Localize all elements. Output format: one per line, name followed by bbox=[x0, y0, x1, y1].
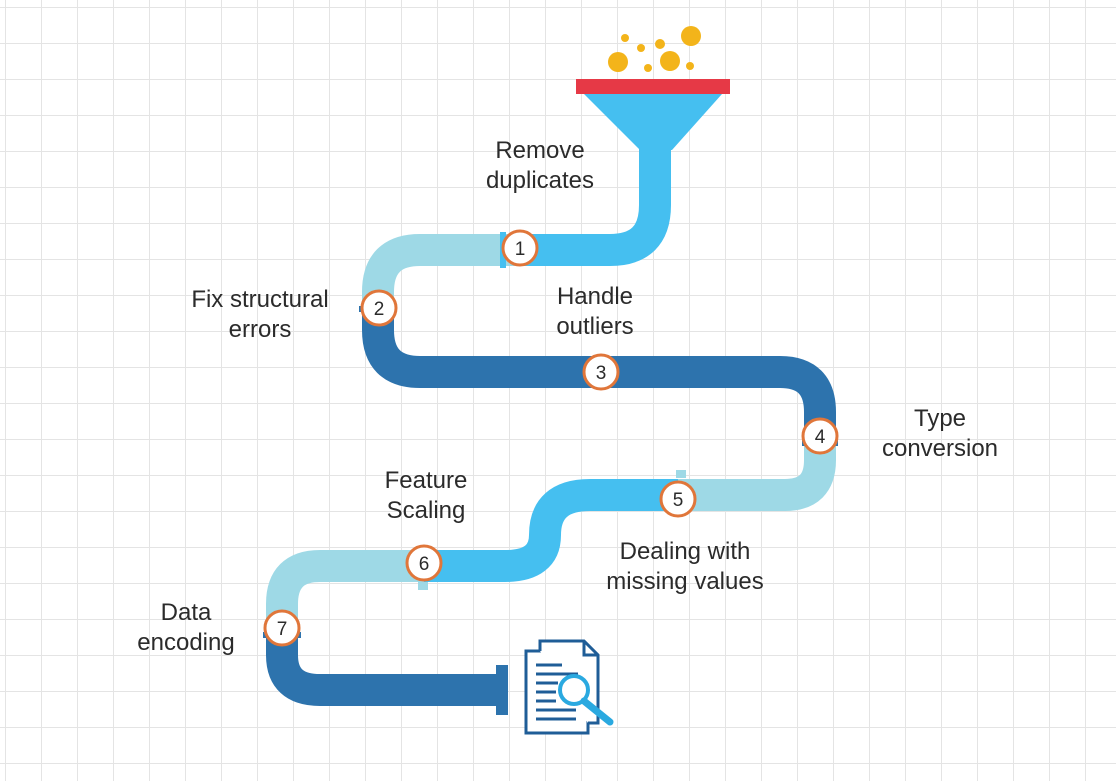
step-number: 6 bbox=[419, 554, 430, 575]
step-number: 7 bbox=[277, 619, 288, 640]
step-number: 5 bbox=[673, 490, 684, 511]
label-line-2: encoding bbox=[137, 629, 235, 656]
label-line-2: outliers bbox=[556, 313, 634, 340]
pipe-segment-7-end bbox=[266, 628, 500, 706]
step-label-feature-scaling: Feature Scaling bbox=[366, 466, 486, 526]
step-number: 2 bbox=[374, 299, 385, 320]
label-line-2: errors bbox=[228, 316, 292, 343]
step-number: 3 bbox=[596, 363, 607, 384]
label-line-1: Handle bbox=[556, 283, 634, 310]
step-number: 4 bbox=[815, 427, 826, 448]
label-line-2: duplicates bbox=[485, 167, 595, 194]
label-line-1: Fix structural bbox=[191, 286, 329, 313]
step-marker-2: 2 bbox=[360, 289, 398, 327]
pipe-segment-funnel bbox=[520, 140, 671, 266]
label-line-1: Data bbox=[160, 599, 212, 626]
step-label-handle-outliers: Handle outliers bbox=[530, 282, 660, 342]
label-line-2: conversion bbox=[881, 435, 999, 462]
funnel-icon bbox=[576, 26, 730, 150]
step-label-fix-structural-errors: Fix structural errors bbox=[172, 285, 348, 345]
step-marker-5: 5 bbox=[659, 480, 697, 518]
step-marker-4: 4 bbox=[801, 417, 839, 455]
pipe-segment-1-2 bbox=[362, 234, 520, 310]
step-label-dealing-with-missing-values: Dealing with missing values bbox=[590, 537, 780, 597]
step-marker-3: 3 bbox=[582, 353, 620, 391]
pipe-segment-4-5 bbox=[678, 432, 836, 511]
step-marker-6: 6 bbox=[405, 544, 443, 582]
step-number: 1 bbox=[515, 239, 526, 260]
label-line-2: Scaling bbox=[386, 497, 466, 524]
label-line-1: Feature bbox=[384, 467, 468, 494]
step-marker-1: 1 bbox=[501, 229, 539, 267]
step-label-data-encoding: Data encoding bbox=[126, 598, 246, 658]
label-line-2: missing values bbox=[606, 568, 764, 595]
pipe-segment-6-7 bbox=[266, 550, 424, 628]
label-line-1: Type bbox=[913, 405, 967, 432]
document-search-icon bbox=[524, 639, 614, 735]
pipe-segment-5-6 bbox=[424, 479, 678, 582]
step-marker-7: 7 bbox=[263, 609, 301, 647]
step-label-remove-duplicates: Remove duplicates bbox=[460, 136, 620, 196]
step-label-type-conversion: Type conversion bbox=[870, 404, 1010, 464]
label-line-1: Dealing with bbox=[619, 538, 751, 565]
label-line-1: Remove bbox=[495, 137, 585, 164]
